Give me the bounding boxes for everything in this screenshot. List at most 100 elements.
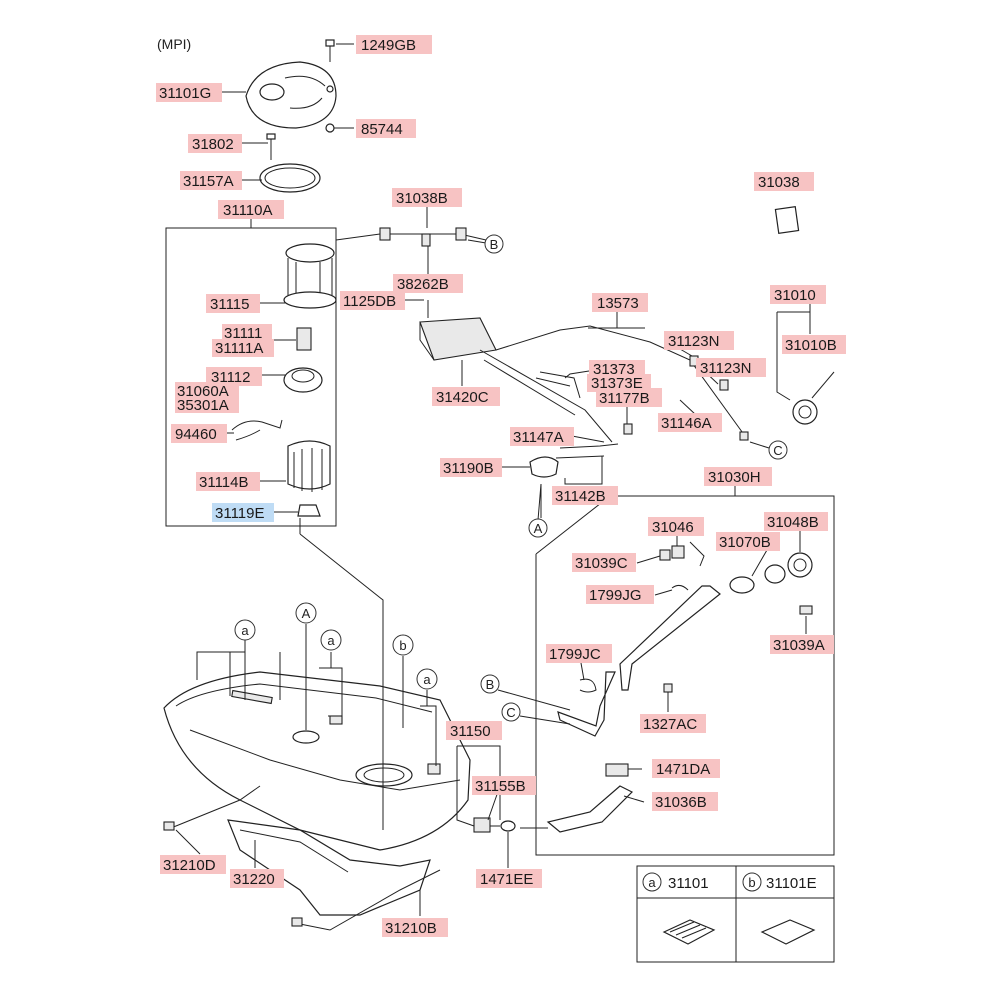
legend-pad-b-icon <box>760 919 816 945</box>
callout-A-tank: A <box>295 602 317 624</box>
svg-text:A: A <box>534 521 543 536</box>
part-label-31210B[interactable]: 31210B <box>382 918 448 937</box>
svg-text:1125DB: 1125DB <box>343 293 396 310</box>
part-label-31177B[interactable]: 31177B <box>596 388 662 407</box>
part-label-31048B[interactable]: 31048B <box>764 512 828 531</box>
part-label-1327AC[interactable]: 1327AC <box>640 714 706 733</box>
part-label-31038B[interactable]: 31038B <box>392 188 462 207</box>
part-label-31038[interactable]: 31038 <box>754 172 814 191</box>
part-label-31112[interactable]: 31112 <box>206 367 262 386</box>
part-label-31150[interactable]: 31150 <box>446 721 502 740</box>
part-label-31110A[interactable]: 31110A <box>218 200 284 219</box>
part-label-31155B[interactable]: 31155B <box>472 776 536 795</box>
svg-text:38262B: 38262B <box>397 276 449 293</box>
part-label-31142B[interactable]: 31142B <box>552 486 618 505</box>
legend-b-part: 31101E <box>766 875 817 892</box>
part-label-94460[interactable]: 94460 <box>171 424 227 443</box>
part-label-31802[interactable]: 31802 <box>188 134 242 153</box>
part-label-31101G[interactable]: 31101G <box>156 83 222 102</box>
svg-text:31030H: 31030H <box>708 469 761 486</box>
part-label-13573[interactable]: 13573 <box>592 293 648 312</box>
part-labels: 1249GB 31101G 85744 31802 31157A 31110A … <box>156 35 846 937</box>
part-label-31373[interactable]: 31373 <box>589 360 645 378</box>
part-label-31157A[interactable]: 31157A <box>180 171 242 190</box>
callout-C-right: C <box>768 440 788 460</box>
callout-a-tank-mid: a <box>320 629 342 651</box>
svg-text:31210B: 31210B <box>385 920 437 937</box>
part-label-31039C[interactable]: 31039C <box>572 553 636 572</box>
legend-a-letter: a <box>642 872 662 892</box>
svg-text:31060A: 31060A <box>177 383 229 400</box>
part-label-31373E[interactable]: 31373E <box>587 374 651 392</box>
part-label-1249GB[interactable]: 1249GB <box>356 35 432 54</box>
part-label-31010B[interactable]: 31010B <box>782 335 846 354</box>
svg-text:31142B: 31142B <box>555 488 606 505</box>
part-label-31046[interactable]: 31046 <box>648 517 704 536</box>
svg-text:C: C <box>773 443 782 458</box>
svg-text:1471DA: 1471DA <box>656 761 710 778</box>
part-label-1799JC[interactable]: 1799JC <box>546 644 612 663</box>
part-label-31111A[interactable]: 31111A <box>212 339 274 357</box>
part-label-31420C[interactable]: 31420C <box>432 387 500 406</box>
svg-text:a: a <box>423 672 431 687</box>
svg-text:C: C <box>506 705 515 720</box>
svg-text:1249GB: 1249GB <box>361 37 416 54</box>
part-label-1471EE[interactable]: 1471EE <box>476 869 542 888</box>
part-label-31060A[interactable]: 31060A <box>175 382 239 400</box>
svg-text:a: a <box>327 633 335 648</box>
part-label-31210D[interactable]: 31210D <box>160 855 226 874</box>
legend-table: a 31101 b 31101E <box>636 865 835 963</box>
parts-artwork <box>163 39 835 931</box>
part-label-31010[interactable]: 31010 <box>770 285 826 304</box>
svg-text:31150: 31150 <box>450 723 491 740</box>
part-label-31030H[interactable]: 31030H <box>704 467 772 486</box>
legend-pad-a-icon <box>662 919 716 945</box>
part-label-31115[interactable]: 31115 <box>206 294 260 313</box>
callouts: B C A B C a A a b a <box>234 234 788 722</box>
part-label-31119E[interactable]: 31119E <box>212 503 274 522</box>
part-label-31123N-lower[interactable]: 31123N <box>696 358 766 377</box>
part-label-31070B[interactable]: 31070B <box>716 532 780 551</box>
svg-text:31036B: 31036B <box>655 794 707 811</box>
svg-text:31157A: 31157A <box>183 173 234 190</box>
part-label-1125DB[interactable]: 1125DB <box>340 291 405 310</box>
svg-text:31210D: 31210D <box>163 857 216 874</box>
part-label-31190B[interactable]: 31190B <box>440 458 502 477</box>
mode-header: (MPI) <box>157 36 191 52</box>
svg-text:31110A: 31110A <box>223 202 273 219</box>
svg-text:31373E: 31373E <box>591 375 643 392</box>
part-label-31114B[interactable]: 31114B <box>196 472 260 491</box>
svg-text:31046: 31046 <box>652 519 694 536</box>
part-label-31039A[interactable]: 31039A <box>770 635 834 654</box>
svg-text:31802: 31802 <box>192 136 234 153</box>
svg-text:31038: 31038 <box>758 174 800 191</box>
part-label-31036B[interactable]: 31036B <box>652 792 718 811</box>
part-label-31123N-upper[interactable]: 31123N <box>664 331 734 350</box>
callout-B-top: B <box>484 234 504 254</box>
svg-text:a: a <box>241 623 249 638</box>
svg-text:31420C: 31420C <box>436 389 489 406</box>
legend-b-letter: b <box>742 872 762 892</box>
part-label-1471DA[interactable]: 1471DA <box>652 759 720 778</box>
svg-text:31119E: 31119E <box>215 505 265 522</box>
svg-text:31111: 31111 <box>224 325 262 342</box>
callout-a-tank-left: a <box>234 619 256 641</box>
svg-text:31039A: 31039A <box>773 637 825 654</box>
svg-text:31039C: 31039C <box>575 555 628 572</box>
part-label-31146A[interactable]: 31146A <box>658 413 722 432</box>
svg-text:13573: 13573 <box>597 295 639 312</box>
part-label-31111[interactable]: 31111 <box>222 324 272 342</box>
callout-b-tank: b <box>392 634 414 656</box>
part-label-31220[interactable]: 31220 <box>230 869 284 888</box>
part-label-38262B[interactable]: 38262B <box>393 274 463 293</box>
svg-text:31115: 31115 <box>210 296 250 313</box>
svg-text:1327AC: 1327AC <box>643 716 697 733</box>
part-label-85744[interactable]: 85744 <box>356 119 416 138</box>
part-label-31147A[interactable]: 31147A <box>510 427 574 446</box>
part-label-35301A[interactable]: 35301A <box>175 396 239 414</box>
part-label-1799JG[interactable]: 1799JG <box>586 585 654 604</box>
svg-text:1471EE: 1471EE <box>480 871 533 888</box>
svg-text:31147A: 31147A <box>513 429 564 446</box>
svg-text:1799JG: 1799JG <box>589 587 642 604</box>
